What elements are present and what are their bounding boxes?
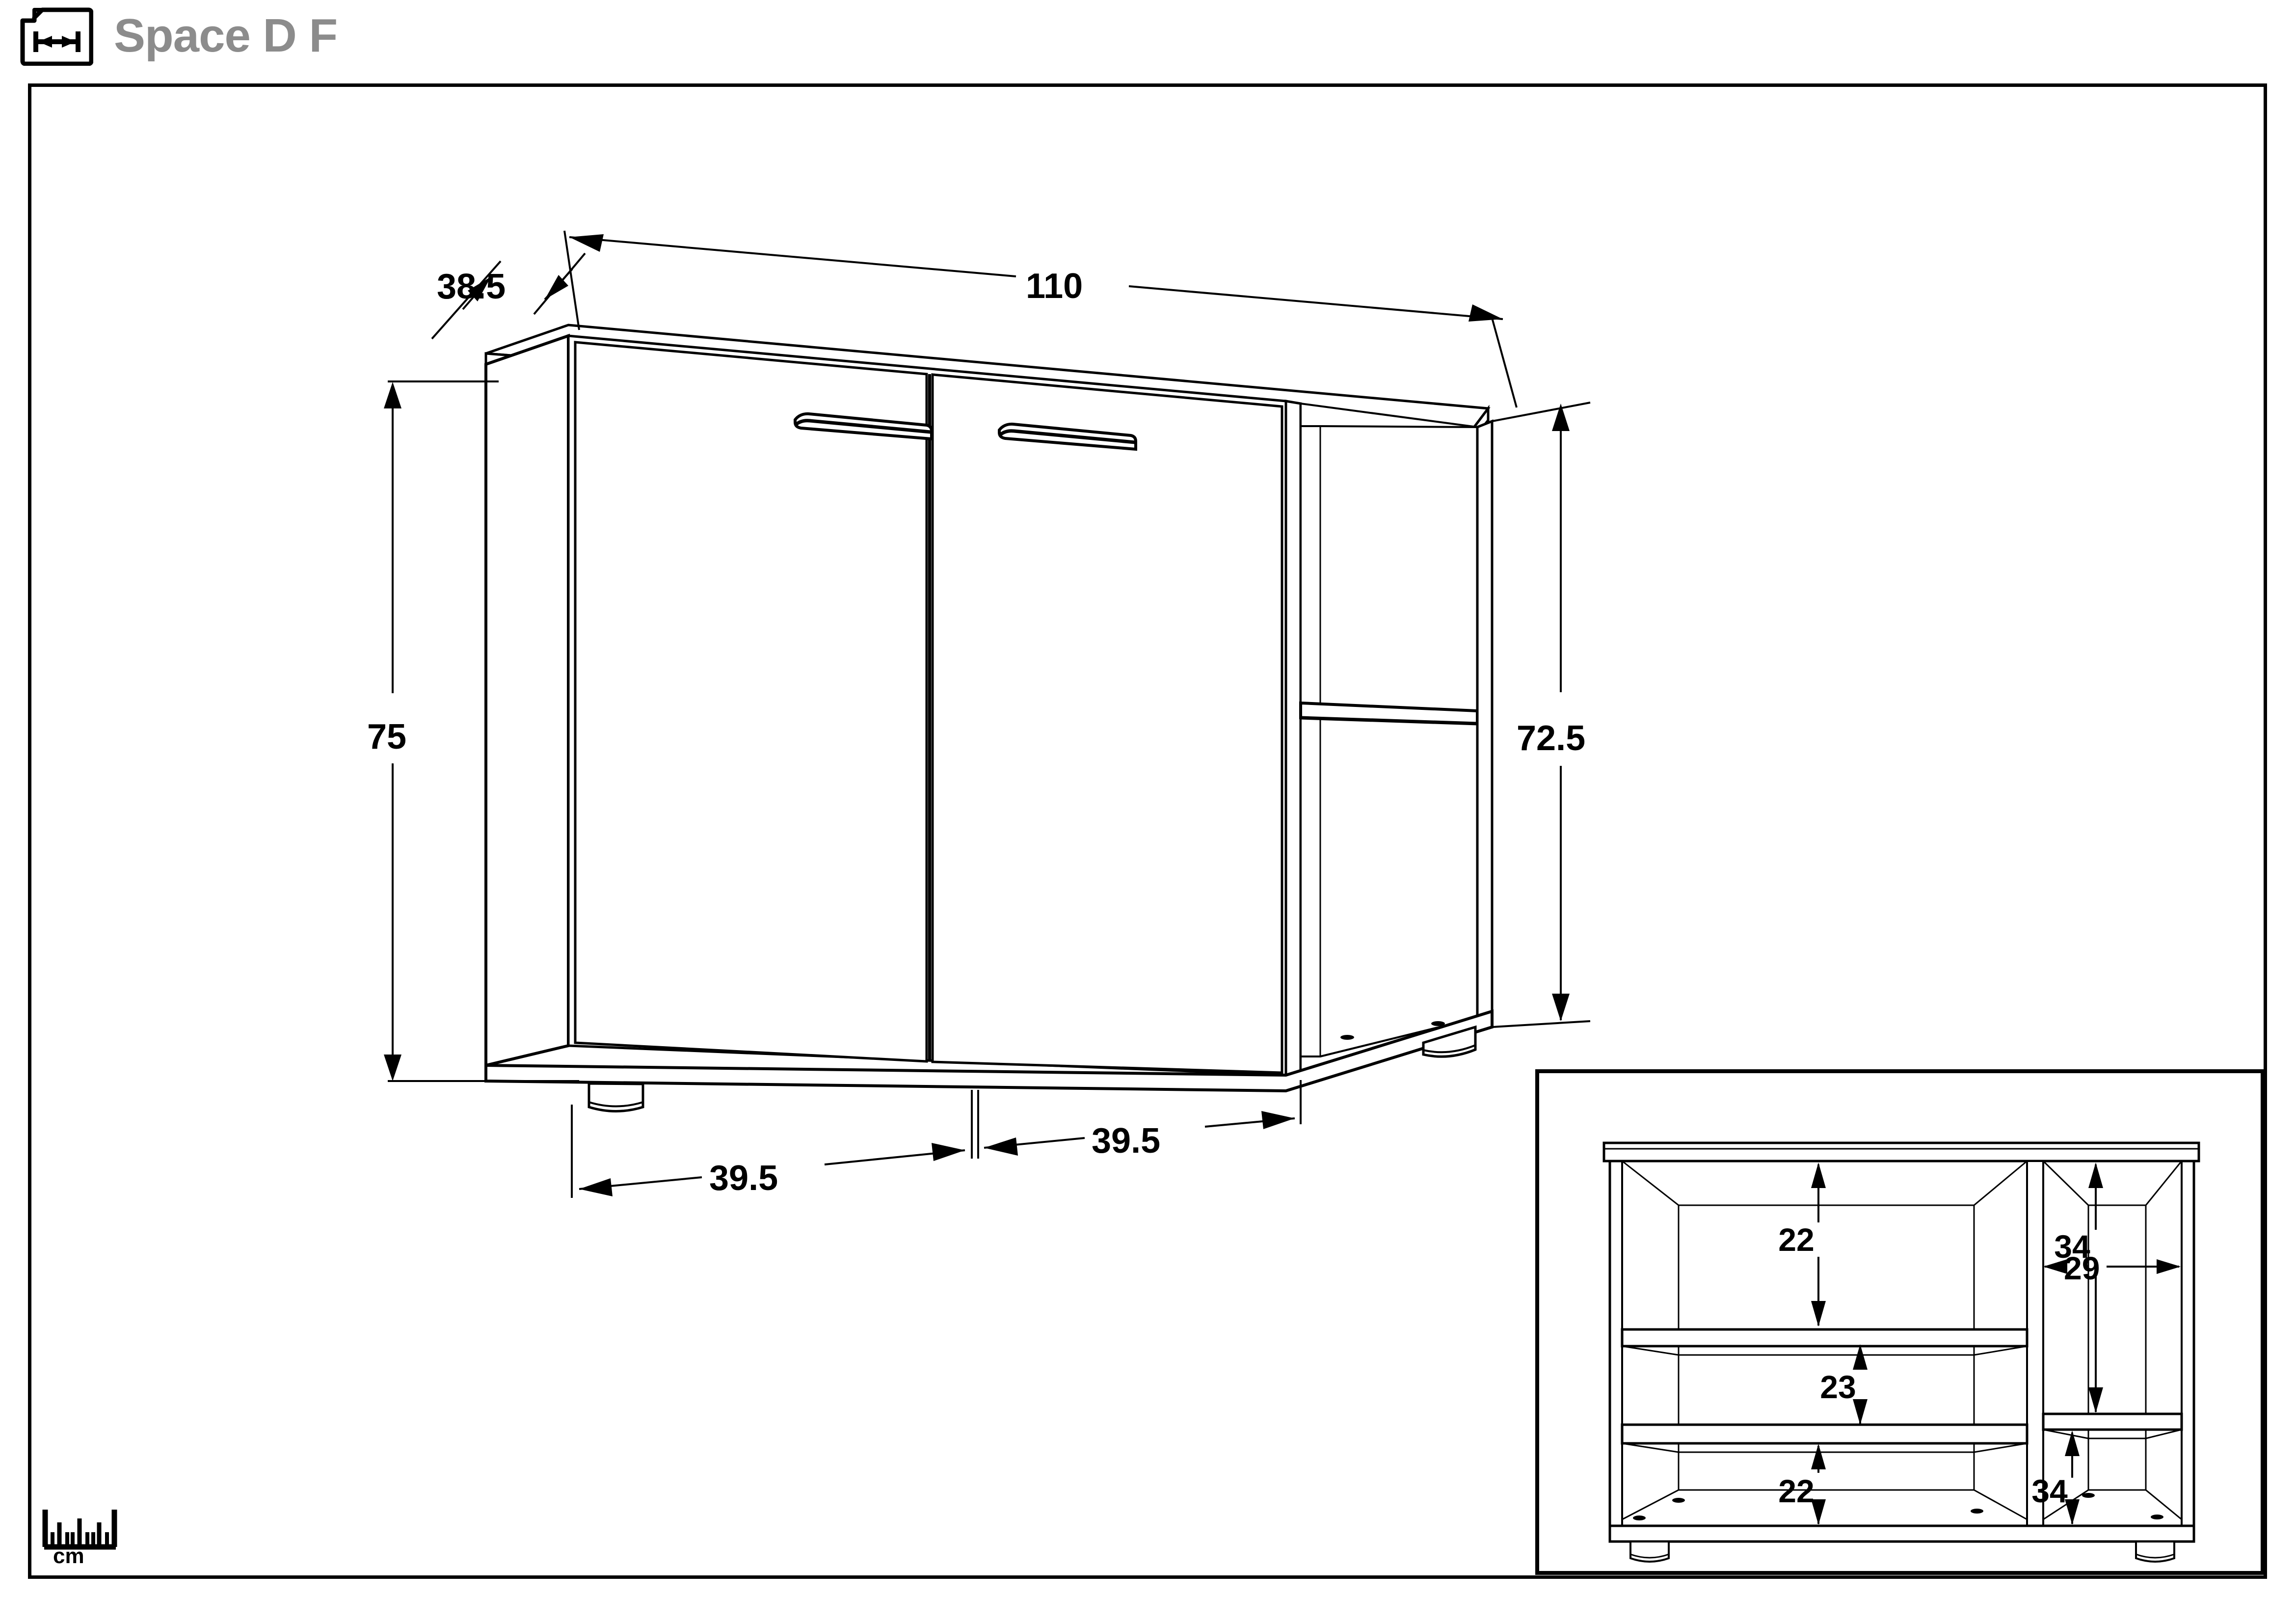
title-bar: Space D F	[20, 4, 338, 68]
scale-unit-label: cm	[53, 1544, 84, 1568]
page-title: Space D F	[114, 9, 338, 62]
ruler-scale-icon	[42, 1510, 117, 1550]
drawing-page-frame	[28, 83, 2267, 1579]
document-dimension-icon	[20, 7, 93, 66]
